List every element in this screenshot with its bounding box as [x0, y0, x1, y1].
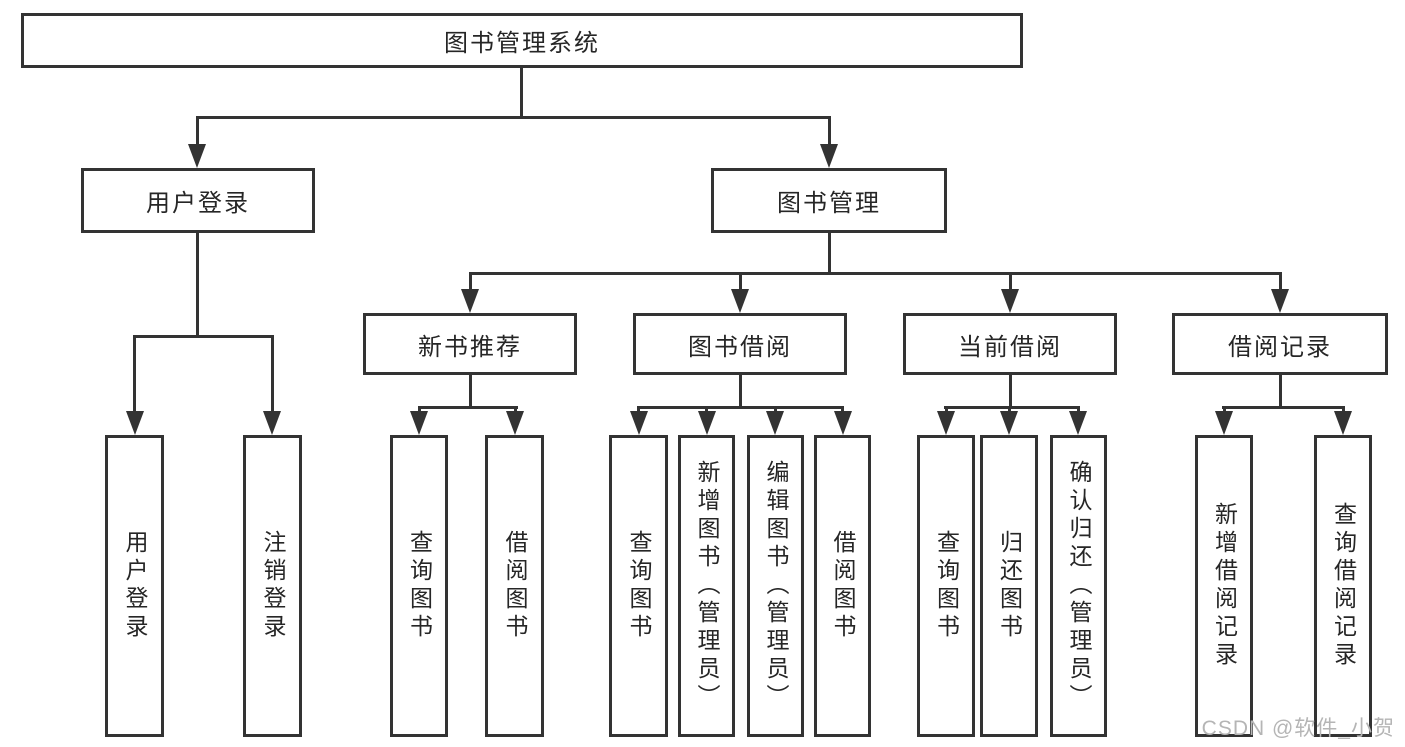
node-new-book-recommend-label: 新书推荐 [418, 333, 522, 361]
arrow-down-icon [1001, 289, 1019, 313]
connector-group-stem [469, 375, 472, 409]
leaf-confirm-return-admin: 确认归还（管理员） [1050, 435, 1107, 737]
node-user-login: 用户登录 [81, 168, 315, 233]
leaf-query-borrow-record: 查询借阅记录 [1314, 435, 1372, 737]
connector-group-rail [944, 406, 1080, 409]
connector-drop-group [1009, 272, 1012, 294]
node-book-borrowing-label: 图书借阅 [688, 333, 792, 361]
connector-mgmt-stem [828, 231, 831, 275]
connector-drop-user-login [196, 116, 199, 148]
node-user-login-label: 用户登录 [146, 190, 250, 217]
node-new-book-recommend: 新书推荐 [363, 313, 577, 375]
leaf-return-book: 归还图书 [980, 435, 1038, 737]
connector-group-stem [1009, 375, 1012, 409]
node-library-system-label: 图书管理系统 [444, 30, 600, 57]
leaf-borrowing-borrow-books: 借阅图书 [814, 435, 871, 737]
leaf-recommend-query-books: 查询图书 [390, 435, 448, 737]
leaf-current-query-books: 查询图书 [917, 435, 975, 737]
node-borrow-records: 借阅记录 [1172, 313, 1388, 375]
leaf-add-book-admin-label: 新增图书（管理员） [694, 460, 720, 712]
leaf-add-borrow-record: 新增借阅记录 [1195, 435, 1253, 737]
node-borrow-records-label: 借阅记录 [1228, 333, 1332, 361]
connector-root-stem [520, 66, 523, 118]
leaf-logout: 注销登录 [243, 435, 302, 737]
leaf-recommend-borrow-books: 借阅图书 [485, 435, 544, 737]
arrow-down-icon [410, 411, 428, 435]
leaf-edit-book-admin-label: 编辑图书（管理员） [763, 460, 789, 712]
arrow-down-icon [766, 411, 784, 435]
connector-group-stem [739, 375, 742, 409]
arrow-down-icon [1215, 411, 1233, 435]
arrow-down-icon [126, 411, 144, 435]
connector-group-stem [1279, 375, 1282, 409]
leaf-add-borrow-record-label: 新增借阅记录 [1211, 502, 1238, 670]
csdn-watermark: CSDN @软件_小贺同学 [1201, 717, 1395, 740]
connector-drop-group [739, 272, 742, 294]
connector-drop-leaf [271, 335, 274, 415]
leaf-add-book-admin: 新增图书（管理员） [678, 435, 735, 737]
leaf-return-book-label: 归还图书 [996, 530, 1023, 642]
leaf-edit-book-admin: 编辑图书（管理员） [747, 435, 804, 737]
connector-drop-group [469, 272, 472, 294]
leaf-query-borrow-record-label: 查询借阅记录 [1330, 502, 1357, 670]
connector-group-rail [418, 406, 518, 409]
leaf-borrowing-query-books-label: 查询图书 [626, 530, 652, 642]
connector-login-stem [196, 231, 199, 338]
arrow-down-icon [1000, 411, 1018, 435]
leaf-recommend-borrow-books-label: 借阅图书 [502, 530, 528, 642]
node-book-borrowing: 图书借阅 [633, 313, 847, 375]
arrow-down-icon [834, 411, 852, 435]
arrow-down-icon [188, 144, 206, 168]
arrow-down-icon [937, 411, 955, 435]
connector-drop-group [1279, 272, 1282, 294]
arrow-down-icon [1334, 411, 1352, 435]
leaf-recommend-query-books-label: 查询图书 [406, 530, 433, 642]
connector-drop-book-management [828, 116, 831, 148]
leaf-logout-label: 注销登录 [260, 530, 286, 642]
arrow-down-icon [461, 289, 479, 313]
leaf-borrowing-borrow-books-label: 借阅图书 [830, 530, 856, 642]
arrow-down-icon [1069, 411, 1087, 435]
leaf-user-login: 用户登录 [105, 435, 164, 737]
connector-login-rail [133, 335, 274, 338]
connector-root-rail [196, 116, 831, 119]
connector-group-rail [1222, 406, 1344, 409]
arrow-down-icon [630, 411, 648, 435]
arrow-down-icon [1271, 289, 1289, 313]
node-book-management: 图书管理 [711, 168, 947, 233]
connector-drop-leaf [133, 335, 136, 415]
leaf-confirm-return-admin-label: 确认归还（管理员） [1066, 460, 1092, 712]
connector-group-rail [637, 406, 844, 409]
connector-mgmt-rail [469, 272, 1282, 275]
node-library-system: 图书管理系统 [21, 13, 1023, 68]
node-current-borrowing-label: 当前借阅 [958, 333, 1062, 361]
arrow-down-icon [506, 411, 524, 435]
node-book-management-label: 图书管理 [777, 190, 881, 217]
arrow-down-icon [820, 144, 838, 168]
leaf-user-login-label: 用户登录 [122, 530, 148, 642]
leaf-borrowing-query-books: 查询图书 [609, 435, 668, 737]
arrow-down-icon [263, 411, 281, 435]
leaf-current-query-books-label: 查询图书 [933, 530, 960, 642]
arrow-down-icon [731, 289, 749, 313]
arrow-down-icon [698, 411, 716, 435]
node-current-borrowing: 当前借阅 [903, 313, 1117, 375]
